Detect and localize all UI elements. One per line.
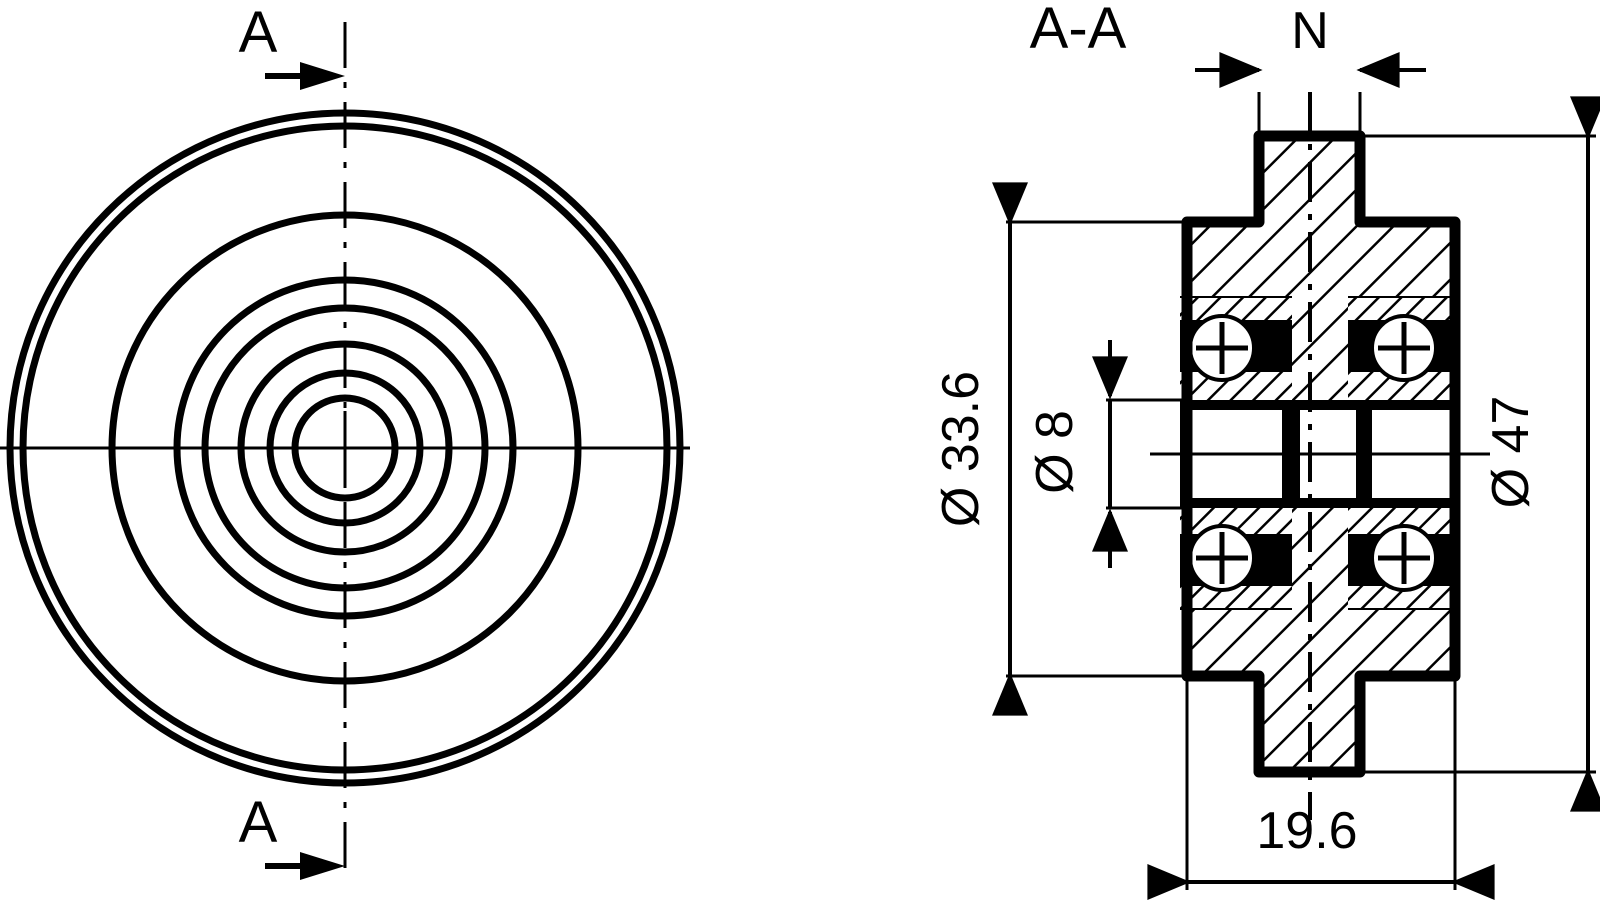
section-arrow-top (265, 62, 345, 90)
bearing-ring-upper-right-top (1348, 298, 1460, 320)
dim-336-label: Ø 33.6 (932, 371, 990, 527)
dim-47-label: Ø 47 (1482, 396, 1540, 509)
front-view-circle-bearing-inner (266, 369, 424, 527)
bearing-ring-lower-right-bottom (1348, 586, 1460, 608)
front-view-circle-bore (291, 394, 399, 502)
section-label-top: A (239, 0, 278, 65)
front-view-circle-bearing-outer (237, 340, 453, 556)
front-view-circle-groove-outer (173, 276, 517, 620)
bearing-ring-upper-left-top (1180, 298, 1292, 320)
section-view-title: A-A (1030, 0, 1127, 61)
front-view: A A (0, 0, 690, 880)
front-view-circle-outer-1 (6, 109, 684, 787)
bore-band (1150, 400, 1490, 508)
front-view-circle-flange (108, 211, 582, 685)
dimension-outer-diameter: Ø 47 (1360, 96, 1600, 812)
dimension-n: N (1195, 2, 1426, 150)
section-arrow-bottom (265, 852, 345, 880)
section-view-aa: A-A (932, 0, 1600, 900)
dimension-total-width: 19.6 (1147, 676, 1495, 900)
dim-8-label: Ø 8 (1026, 410, 1084, 494)
dim-196-label: 19.6 (1256, 802, 1357, 860)
bearing-assembly-lower (1180, 500, 1460, 610)
bearing-ring-lower-left-bottom (1180, 586, 1292, 608)
front-view-circle-outer-2 (19, 122, 671, 774)
dim-n-label: N (1291, 2, 1329, 60)
front-view-circle-groove-inner (201, 304, 489, 592)
bearing-assembly-upper (1180, 296, 1460, 406)
dimension-flange-diameter: Ø 33.6 (932, 182, 1190, 716)
dimension-bore-diameter: Ø 8 (1026, 340, 1190, 568)
section-label-bottom: A (239, 790, 278, 855)
